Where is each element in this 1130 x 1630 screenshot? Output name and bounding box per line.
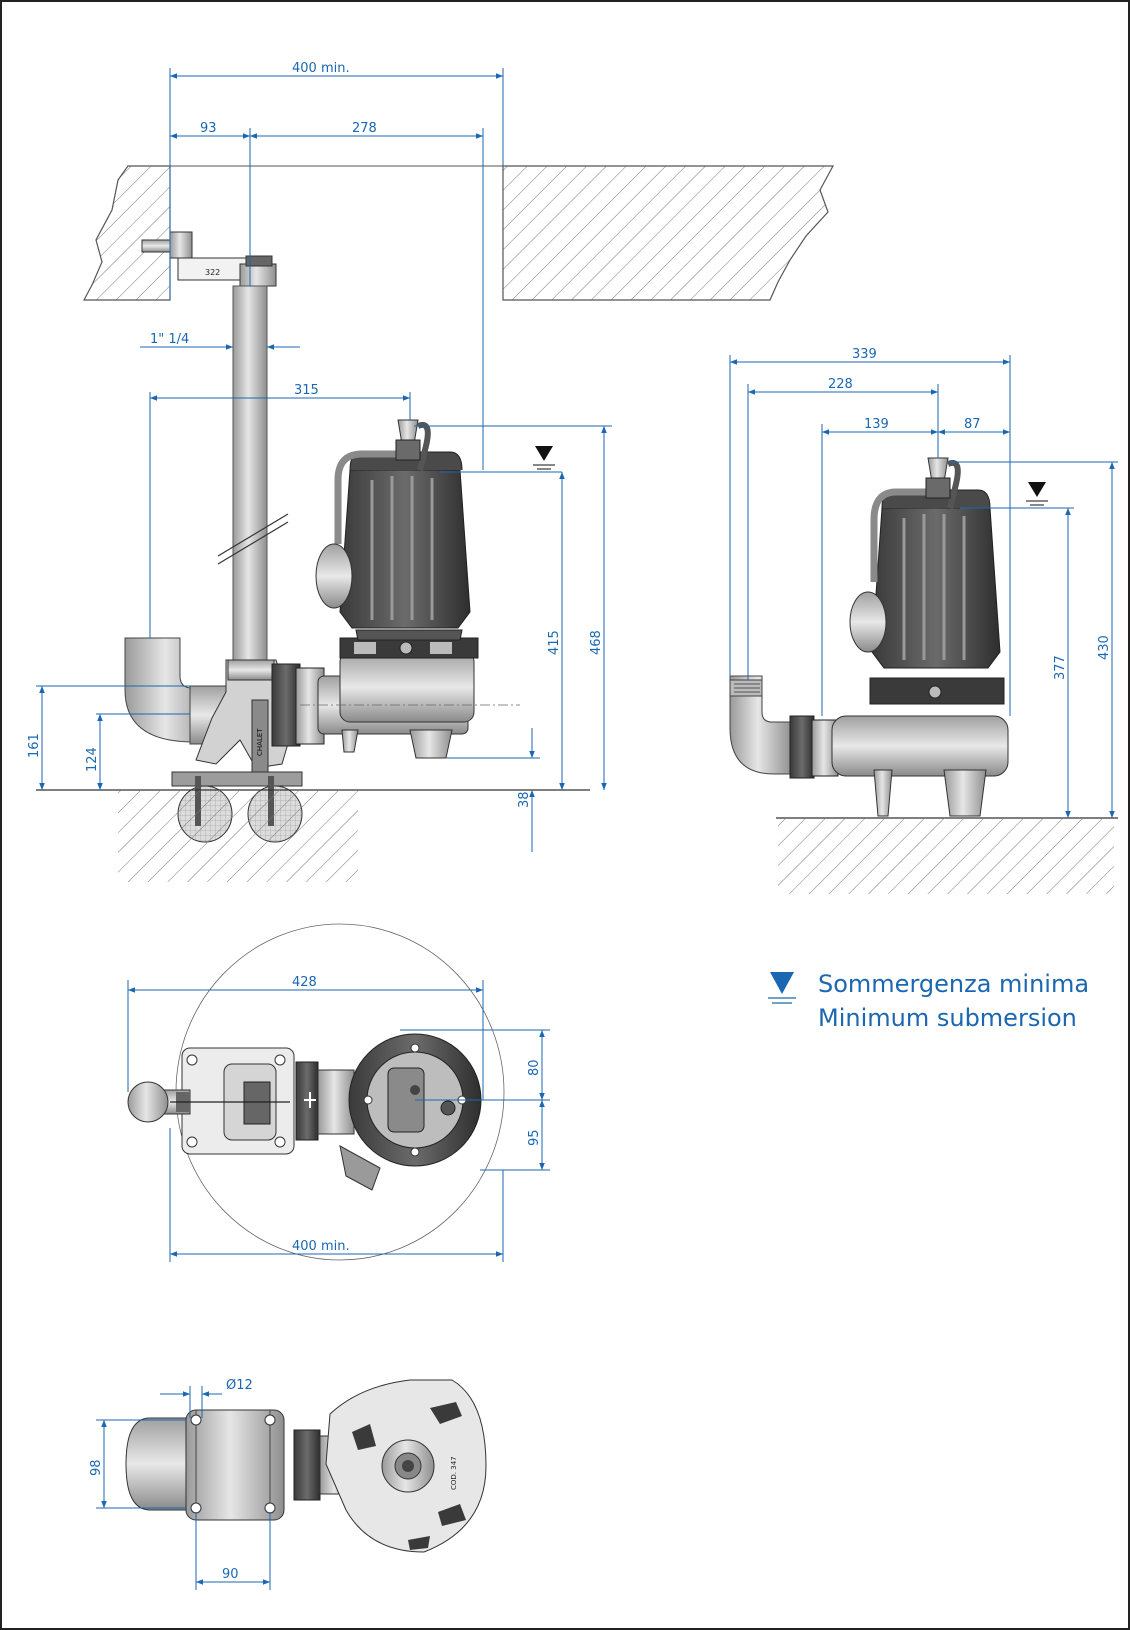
legend-line-1: Sommergenza minima	[818, 970, 1089, 998]
base-code-label: COD. 347	[450, 1456, 458, 1490]
top-bracket: 322	[141, 231, 277, 287]
dim-plan-offset-bottom: 95	[527, 1129, 542, 1146]
dim-plan-overall: 428	[292, 975, 317, 990]
dim-pipe-size: 1" 1/4	[150, 332, 189, 347]
ceiling-slab-left	[83, 165, 171, 301]
dim-base-depth: 98	[89, 1459, 104, 1476]
dim-install-width-top: 400 min.	[292, 61, 350, 76]
dim-min-level-b: 377	[1053, 655, 1068, 680]
dim-guide-offset: 93	[200, 121, 217, 136]
floor-hatch-b	[778, 818, 1114, 894]
dim-overall-width-b: 339	[852, 347, 877, 362]
dim-bolt-dia: Ø12	[226, 1378, 253, 1393]
dim-min-level-a: 415	[547, 630, 562, 655]
rail-mark-label: CHALET	[256, 728, 264, 756]
dim-outlet-height: 161	[27, 733, 42, 758]
dim-foot-clearance: 38	[517, 791, 532, 808]
view-installation-side: 322 CHALET	[27, 61, 835, 882]
dim-total-height-b: 430	[1097, 635, 1112, 660]
bracket-code-label: 322	[205, 268, 220, 277]
water-level-triangle-icon	[768, 972, 796, 1004]
view-base-plan: COD. 347 Ø12 98 90	[89, 1378, 487, 1590]
water-level-icon-a	[533, 446, 555, 470]
legend-line-2: Minimum submersion	[818, 1004, 1077, 1032]
dim-axis-to-back-b: 87	[964, 417, 981, 432]
dim-flange-reach-b: 139	[864, 417, 889, 432]
view-freestanding-side: 339 228 139 87 377 430	[729, 347, 1118, 894]
dim-total-height-a: 468	[589, 630, 604, 655]
dim-outlet-reach-b: 228	[828, 377, 853, 392]
dim-plan-offset-top: 80	[527, 1059, 542, 1076]
dim-guide-to-outlet: 278	[352, 121, 377, 136]
guide-pipe	[232, 285, 268, 663]
ceiling-slab-right	[502, 165, 835, 301]
dim-base-height: 124	[85, 747, 100, 772]
pump-side-a	[315, 419, 479, 759]
dim-outlet-reach: 315	[294, 383, 319, 398]
floor-hatch-a	[118, 790, 358, 882]
dim-base-width: 90	[222, 1567, 239, 1582]
view-plan-top: 428 80 95 400 min.	[127, 923, 550, 1262]
water-level-icon-b	[1026, 482, 1048, 506]
dim-install-width-bottom: 400 min.	[292, 1239, 350, 1254]
legend: Sommergenza minima Minimum submersion	[768, 970, 1089, 1032]
